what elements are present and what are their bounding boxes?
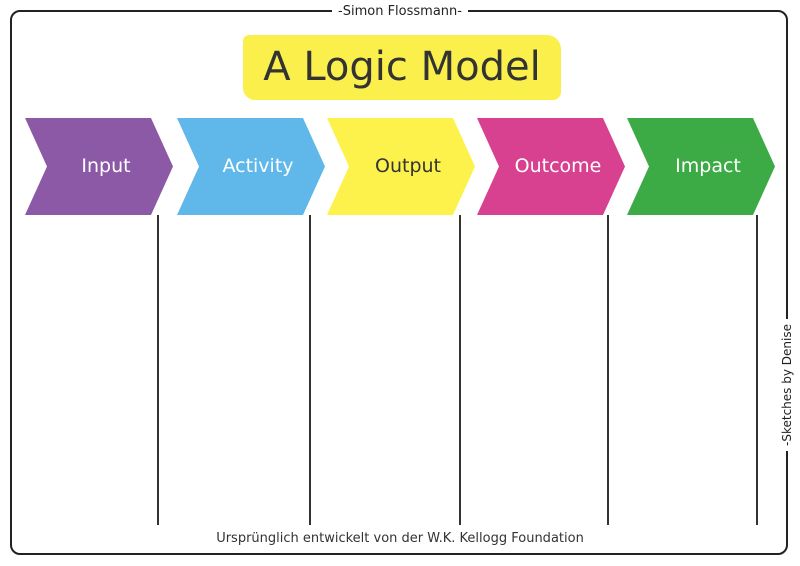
title-highlight bbox=[243, 35, 561, 100]
diagram-title: A Logic Model bbox=[263, 44, 541, 90]
stage-label-outcome: Outcome bbox=[514, 155, 602, 177]
stage-label-activity: Activity bbox=[222, 155, 294, 177]
stage-label-input: Input bbox=[81, 155, 131, 177]
footer-credit: Ursprünglich entwickelt von der W.K. Kel… bbox=[216, 531, 584, 546]
chevron-activity bbox=[177, 118, 325, 215]
stage-label-output: Output bbox=[375, 155, 441, 177]
chevron-outcome bbox=[477, 118, 625, 215]
chevron-output bbox=[327, 118, 475, 215]
credit-top-text: -Simon Flossmann- bbox=[332, 4, 468, 19]
credit-top: -Simon Flossmann- bbox=[0, 0, 800, 19]
stage-label-impact: Impact bbox=[675, 155, 741, 177]
chevron-impact bbox=[627, 118, 775, 215]
chevron-input bbox=[25, 118, 173, 215]
